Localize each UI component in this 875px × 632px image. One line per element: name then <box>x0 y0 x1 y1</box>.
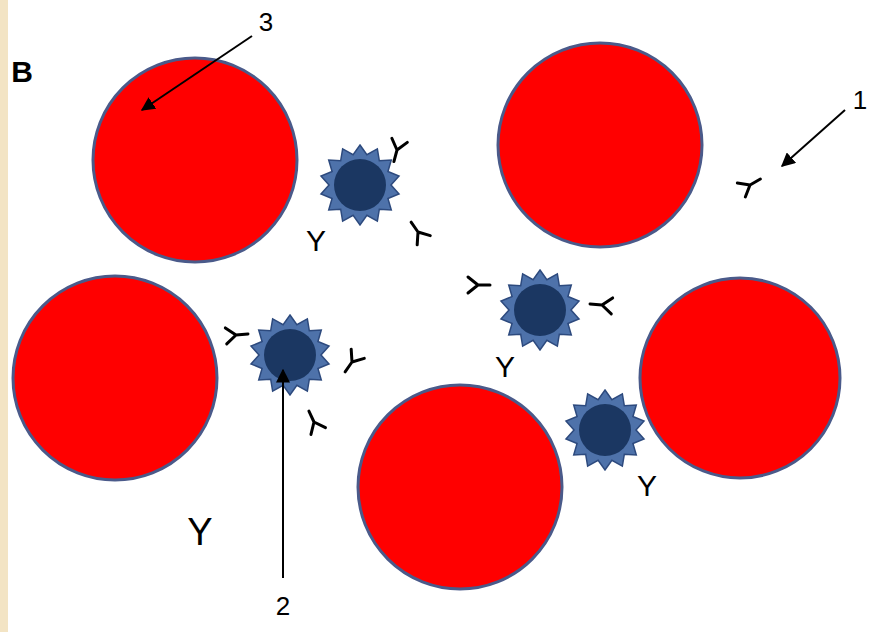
antibody-label: Y <box>187 513 212 551</box>
leader-arrow <box>782 110 845 166</box>
callout-number: 3 <box>259 9 273 35</box>
microbe-coat <box>251 315 329 395</box>
red-blood-cells <box>13 43 840 589</box>
callout-number: 1 <box>853 87 867 113</box>
antibody-symbol <box>225 326 248 344</box>
panel-letter: B <box>11 57 33 87</box>
antibodies <box>225 138 764 434</box>
red-blood-cell <box>13 276 217 480</box>
red-blood-cell <box>93 58 297 262</box>
microbe <box>251 315 329 395</box>
leader-arrow <box>282 370 284 578</box>
microbe <box>501 270 579 350</box>
antibody-label: Y <box>637 471 657 501</box>
microbe <box>321 145 399 225</box>
antibody-symbol <box>386 138 407 163</box>
microbe-core <box>264 329 316 381</box>
callout-number: 2 <box>276 593 290 619</box>
red-blood-cell <box>358 385 562 589</box>
antibody-symbol <box>302 408 326 435</box>
microbe-core <box>579 404 631 456</box>
microbe-coat <box>321 145 399 225</box>
antibody-symbol <box>468 277 490 293</box>
microbes <box>251 145 644 470</box>
antibody-symbol <box>339 349 365 376</box>
side-strip <box>0 0 8 632</box>
red-blood-cell <box>498 43 702 247</box>
red-blood-cell <box>640 278 840 478</box>
antibody-symbol <box>405 218 431 245</box>
microbe-coat <box>566 390 644 470</box>
microbe-core <box>514 284 566 336</box>
microbe-core <box>334 159 386 211</box>
microbe <box>566 390 644 470</box>
antibody-symbol <box>737 172 764 197</box>
antibody-label: Y <box>495 352 515 382</box>
antibody-label: Y <box>306 226 326 256</box>
leader-arrows <box>142 36 845 578</box>
leader-arrow <box>142 36 252 110</box>
microbe-coat <box>501 270 579 350</box>
antibody-symbol <box>589 296 612 314</box>
